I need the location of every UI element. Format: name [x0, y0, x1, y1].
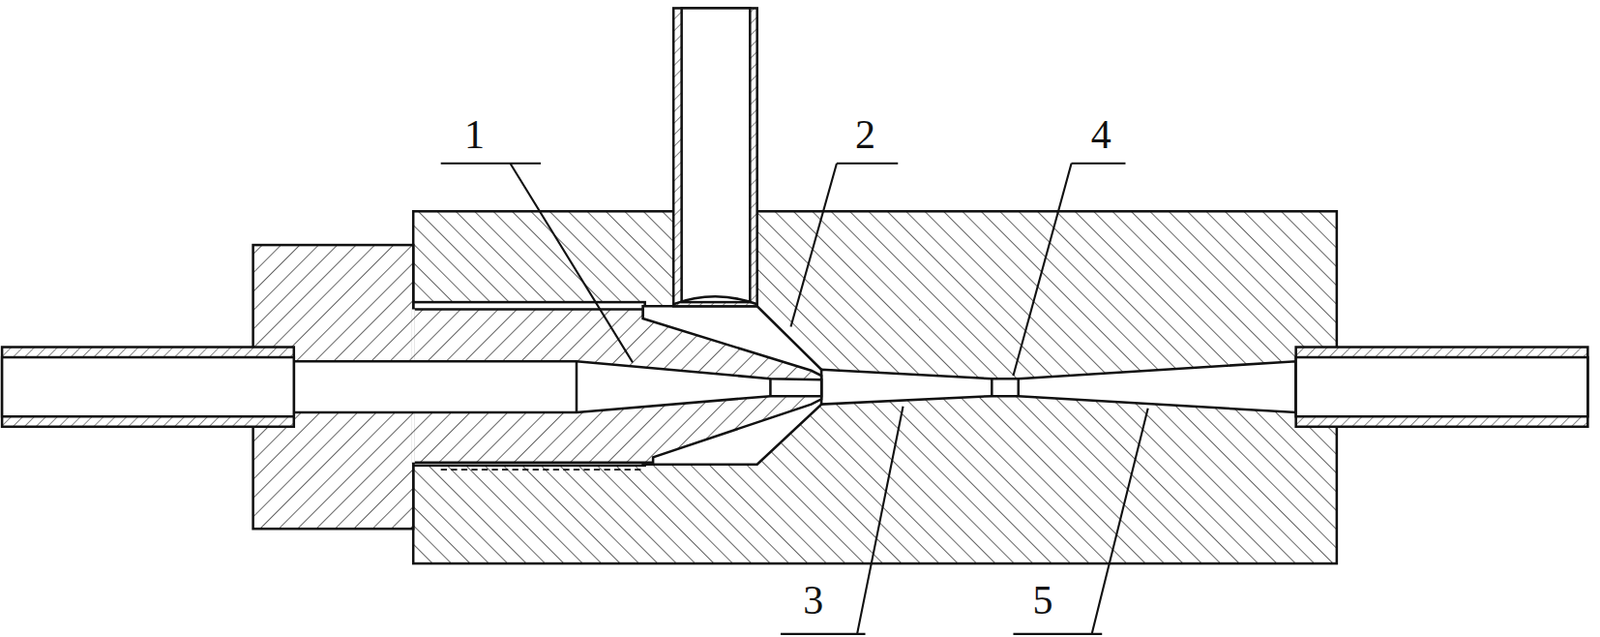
suction-pipe	[673, 7, 757, 306]
inlet-pipe-bore	[1, 356, 295, 416]
suction-pipe-bore	[681, 7, 751, 302]
leader-line	[1012, 163, 1126, 376]
thread-line	[441, 300, 644, 303]
nozzle-edge	[769, 378, 772, 396]
callout-number: 3	[802, 579, 824, 621]
callout-number: 4	[1091, 114, 1112, 155]
leader-line	[441, 163, 633, 363]
leader-line	[780, 406, 904, 634]
nozzle-bore	[294, 360, 822, 413]
pipe-end	[673, 296, 757, 304]
callout-number: 1	[464, 114, 485, 155]
thread-line	[441, 468, 644, 471]
callout-number: 2	[855, 114, 876, 155]
throat-line	[1016, 378, 1020, 396]
mixing-diffuser-bore	[821, 360, 1297, 413]
throat-line	[990, 378, 994, 396]
outlet-pipe	[1296, 347, 1589, 427]
inlet-pipe	[1, 347, 295, 427]
outlet-pipe-bore	[1296, 356, 1589, 416]
leader-line	[1012, 408, 1148, 634]
callout-number: 5	[1033, 579, 1054, 621]
leader-line	[791, 163, 899, 327]
nozzle-edge	[575, 360, 579, 413]
